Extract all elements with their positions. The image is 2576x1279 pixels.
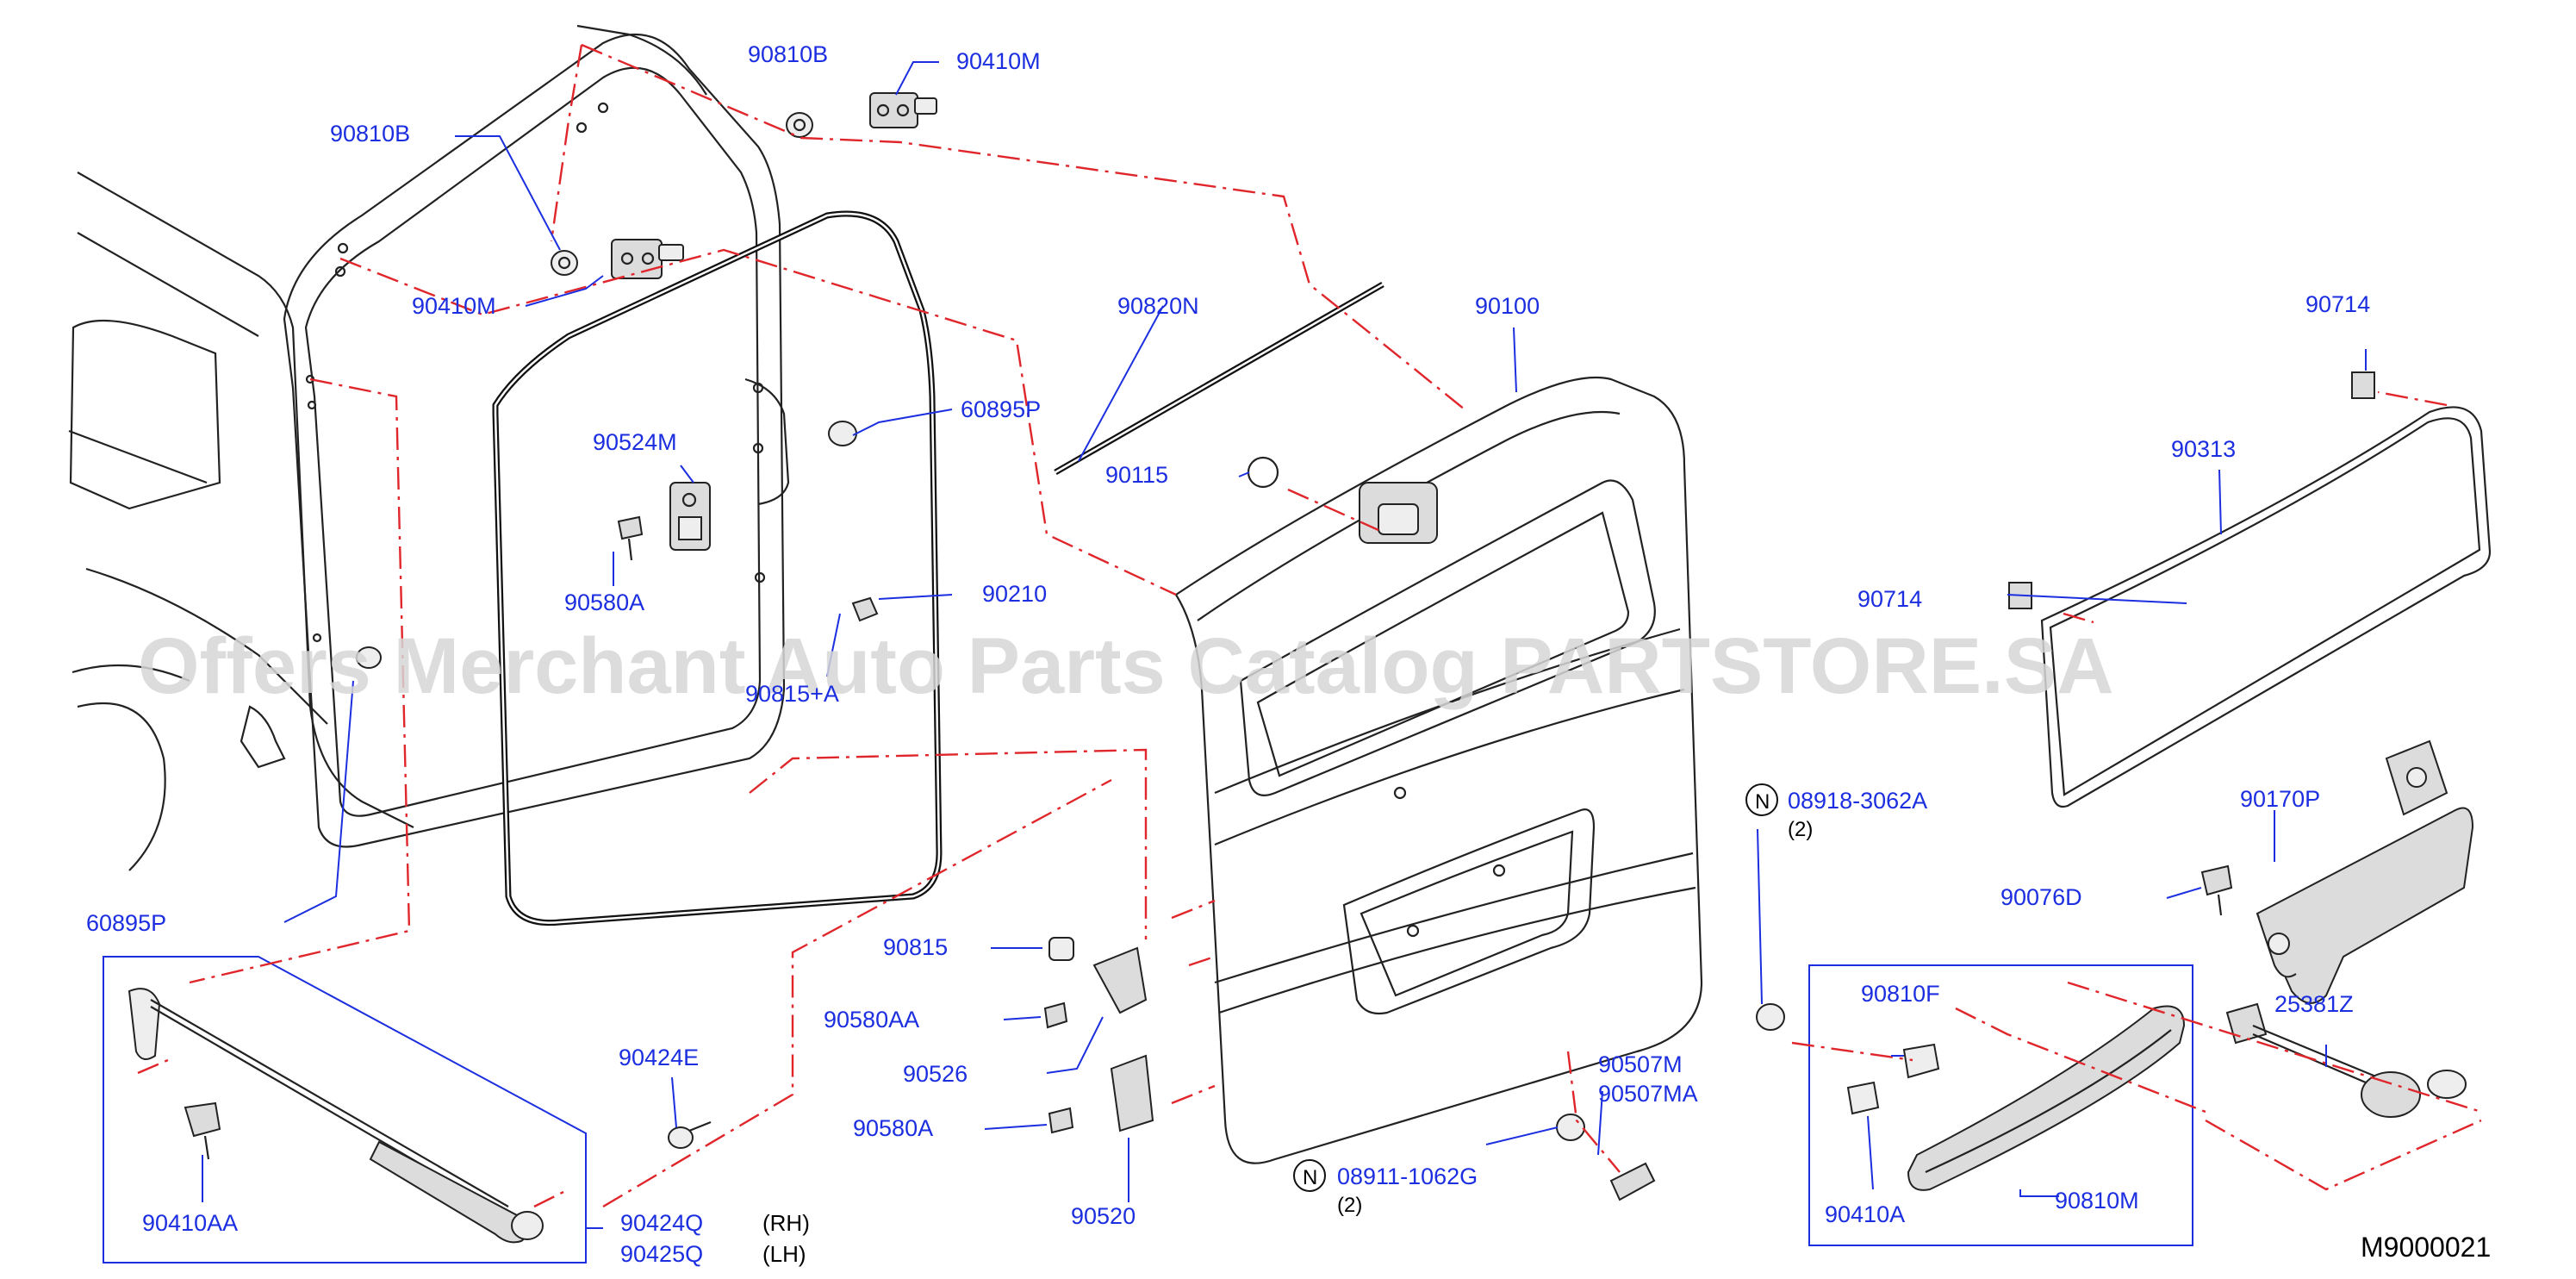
label-90580AA[interactable]: 90580AA (824, 1007, 919, 1033)
label-90714-left[interactable]: 90714 (1857, 586, 1922, 612)
label-90424E[interactable]: 90424E (619, 1045, 699, 1070)
seal-90115-drawing (1247, 456, 1279, 489)
label-90820N[interactable]: 90820N (1117, 293, 1199, 319)
label-60895P-upper[interactable]: 60895P (961, 396, 1041, 422)
n-marker-icon-2 (1293, 1159, 1326, 1192)
label-08918-3062A[interactable]: 08918-3062A (1788, 788, 1927, 814)
lock-90170P-drawing (2200, 739, 2474, 1004)
n-marker-letter: N (1755, 790, 1770, 814)
label-90810M[interactable]: 90810M (2055, 1188, 2139, 1213)
label-90520[interactable]: 90520 (1071, 1203, 1136, 1229)
part-labels: 90810B 90410M 90810B 90410M 90524M 90580… (86, 41, 2370, 1267)
n-marker-letter-2: N (1303, 1166, 1317, 1189)
phantom-lines (137, 43, 2482, 1208)
label-90410AA[interactable]: 90410AA (142, 1210, 238, 1236)
label-90313[interactable]: 90313 (2171, 436, 2236, 462)
label-90507M[interactable]: 90507M (1598, 1051, 1683, 1077)
stop-lamp-box (1756, 964, 2193, 1246)
label-08911-1062G[interactable]: 08911-1062G (1337, 1164, 1478, 1189)
bracket-90526-drawing (1043, 937, 1148, 1029)
clip-90507M-drawing (1556, 1114, 1656, 1201)
bumper-90815A-drawing (851, 596, 879, 622)
label-90410M-top[interactable]: 90410M (956, 48, 1041, 74)
vehicle-body-drawing (68, 24, 857, 871)
label-90424Q-side: (RH) (762, 1210, 810, 1236)
bolt-90424E-drawing (668, 1120, 712, 1149)
label-90810F[interactable]: 90810F (1861, 981, 1940, 1007)
gas-strut-box (103, 956, 587, 1263)
label-90410A[interactable]: 90410A (1825, 1201, 1905, 1227)
bracket-90520-drawing (1048, 1054, 1154, 1134)
label-90424Q[interactable]: 90424Q (620, 1210, 703, 1236)
label-90810B-left[interactable]: 90810B (330, 121, 410, 147)
hinge-left-drawing (551, 239, 684, 279)
n-marker-icon (1745, 783, 1778, 816)
label-90810B-top[interactable]: 90810B (748, 41, 828, 67)
back-door-90100-drawing (1174, 376, 1703, 1164)
label-90115[interactable]: 90115 (1105, 462, 1168, 488)
label-08918-qty: (2) (1788, 818, 1813, 841)
label-90507MA[interactable]: 90507MA (1598, 1081, 1698, 1107)
label-90580A-lower[interactable]: 90580A (853, 1115, 933, 1141)
label-90580A-upper[interactable]: 90580A (564, 590, 644, 615)
label-90815A[interactable]: 90815+A (745, 681, 839, 707)
leader-lines (202, 61, 2367, 1229)
bracket-90524M-drawing (617, 482, 711, 561)
label-90170P[interactable]: 90170P (2240, 786, 2320, 812)
back-door-glass-90313-drawing (2008, 371, 2492, 808)
label-90425Q[interactable]: 90425Q (620, 1241, 703, 1267)
label-90100[interactable]: 90100 (1475, 293, 1540, 319)
label-90410M-left[interactable]: 90410M (412, 293, 496, 319)
label-90076D[interactable]: 90076D (2000, 884, 2082, 910)
diagram-code: M9000021 (2361, 1232, 2491, 1263)
door-stay-25381Z-drawing (2225, 1002, 2467, 1118)
label-90714-top[interactable]: 90714 (2305, 291, 2370, 317)
label-08911-qty: (2) (1337, 1194, 1362, 1217)
molding-90820N-drawing (1054, 281, 1384, 476)
label-60895P-lower[interactable]: 60895P (86, 910, 166, 936)
weatherstrip-90210-drawing (492, 210, 943, 926)
label-90524M[interactable]: 90524M (593, 429, 677, 455)
watermark-text: Offers Merchant Auto Parts Catalog PARTS… (138, 622, 2114, 710)
label-90210[interactable]: 90210 (982, 581, 1047, 607)
label-25381Z[interactable]: 25381Z (2274, 991, 2354, 1017)
hinge-upper-drawing (786, 92, 937, 138)
label-90815[interactable]: 90815 (883, 934, 948, 960)
label-90425Q-side: (LH) (762, 1241, 806, 1267)
label-90526[interactable]: 90526 (903, 1061, 968, 1087)
